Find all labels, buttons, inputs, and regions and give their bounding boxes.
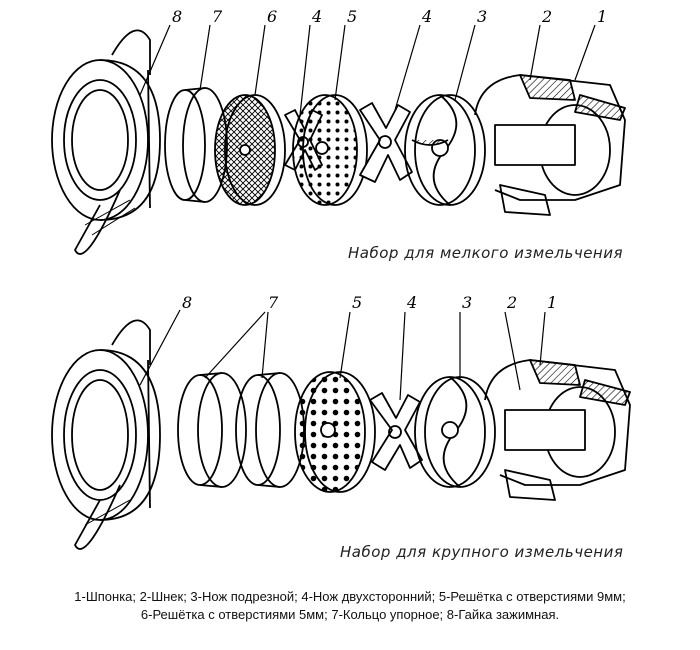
bottom-auger xyxy=(484,359,631,501)
top-label-2: 2 xyxy=(541,7,552,26)
bottom-label-8: 8 xyxy=(182,293,192,312)
bottom-label-2: 2 xyxy=(506,293,517,312)
bottom-label-5: 5 xyxy=(352,293,362,312)
top-label-7: 7 xyxy=(212,7,223,26)
bottom-set-caption: Набор для крупного измельчения xyxy=(340,543,624,561)
top-label-4a: 4 xyxy=(311,7,322,26)
top-leaders xyxy=(139,24,596,116)
parts-legend: 1-Шпонка; 2-Шнек; 3-Нож подрезной; 4-Нож… xyxy=(0,588,700,624)
bottom-stop-ring-1 xyxy=(177,372,247,488)
top-auger xyxy=(474,74,626,216)
bottom-clamping-nut xyxy=(51,319,161,550)
bottom-grid-9mm xyxy=(294,371,376,493)
bottom-label-7: 7 xyxy=(268,293,279,312)
top-label-5: 5 xyxy=(347,7,357,26)
legend-line-2: 6-Решётка с отверстиями 5мм; 7-Кольцо уп… xyxy=(140,607,560,622)
top-set-caption: Набор для мелкого измельчения xyxy=(348,244,624,262)
bottom-label-1: 1 xyxy=(547,293,557,312)
legend-line-1: 1-Шпонка; 2-Шнек; 3-Нож подрезной; 4-Нож… xyxy=(74,589,626,604)
top-label-3: 3 xyxy=(477,7,487,26)
top-label-8: 8 xyxy=(172,7,182,26)
top-label-1: 1 xyxy=(597,7,607,26)
top-cutting-knife xyxy=(404,94,486,206)
bottom-leaders xyxy=(139,309,546,401)
top-label-6: 6 xyxy=(267,7,277,26)
top-double-knife xyxy=(359,102,413,183)
top-label-4b: 4 xyxy=(421,7,432,26)
bottom-label-4: 4 xyxy=(406,293,417,312)
bottom-double-knife xyxy=(369,392,423,471)
top-fine-grid xyxy=(214,94,286,206)
bottom-label-3: 3 xyxy=(462,293,472,312)
bottom-cutting-knife xyxy=(414,376,496,488)
top-clamping-nut xyxy=(51,29,161,255)
top-grid-9mm xyxy=(292,94,368,206)
